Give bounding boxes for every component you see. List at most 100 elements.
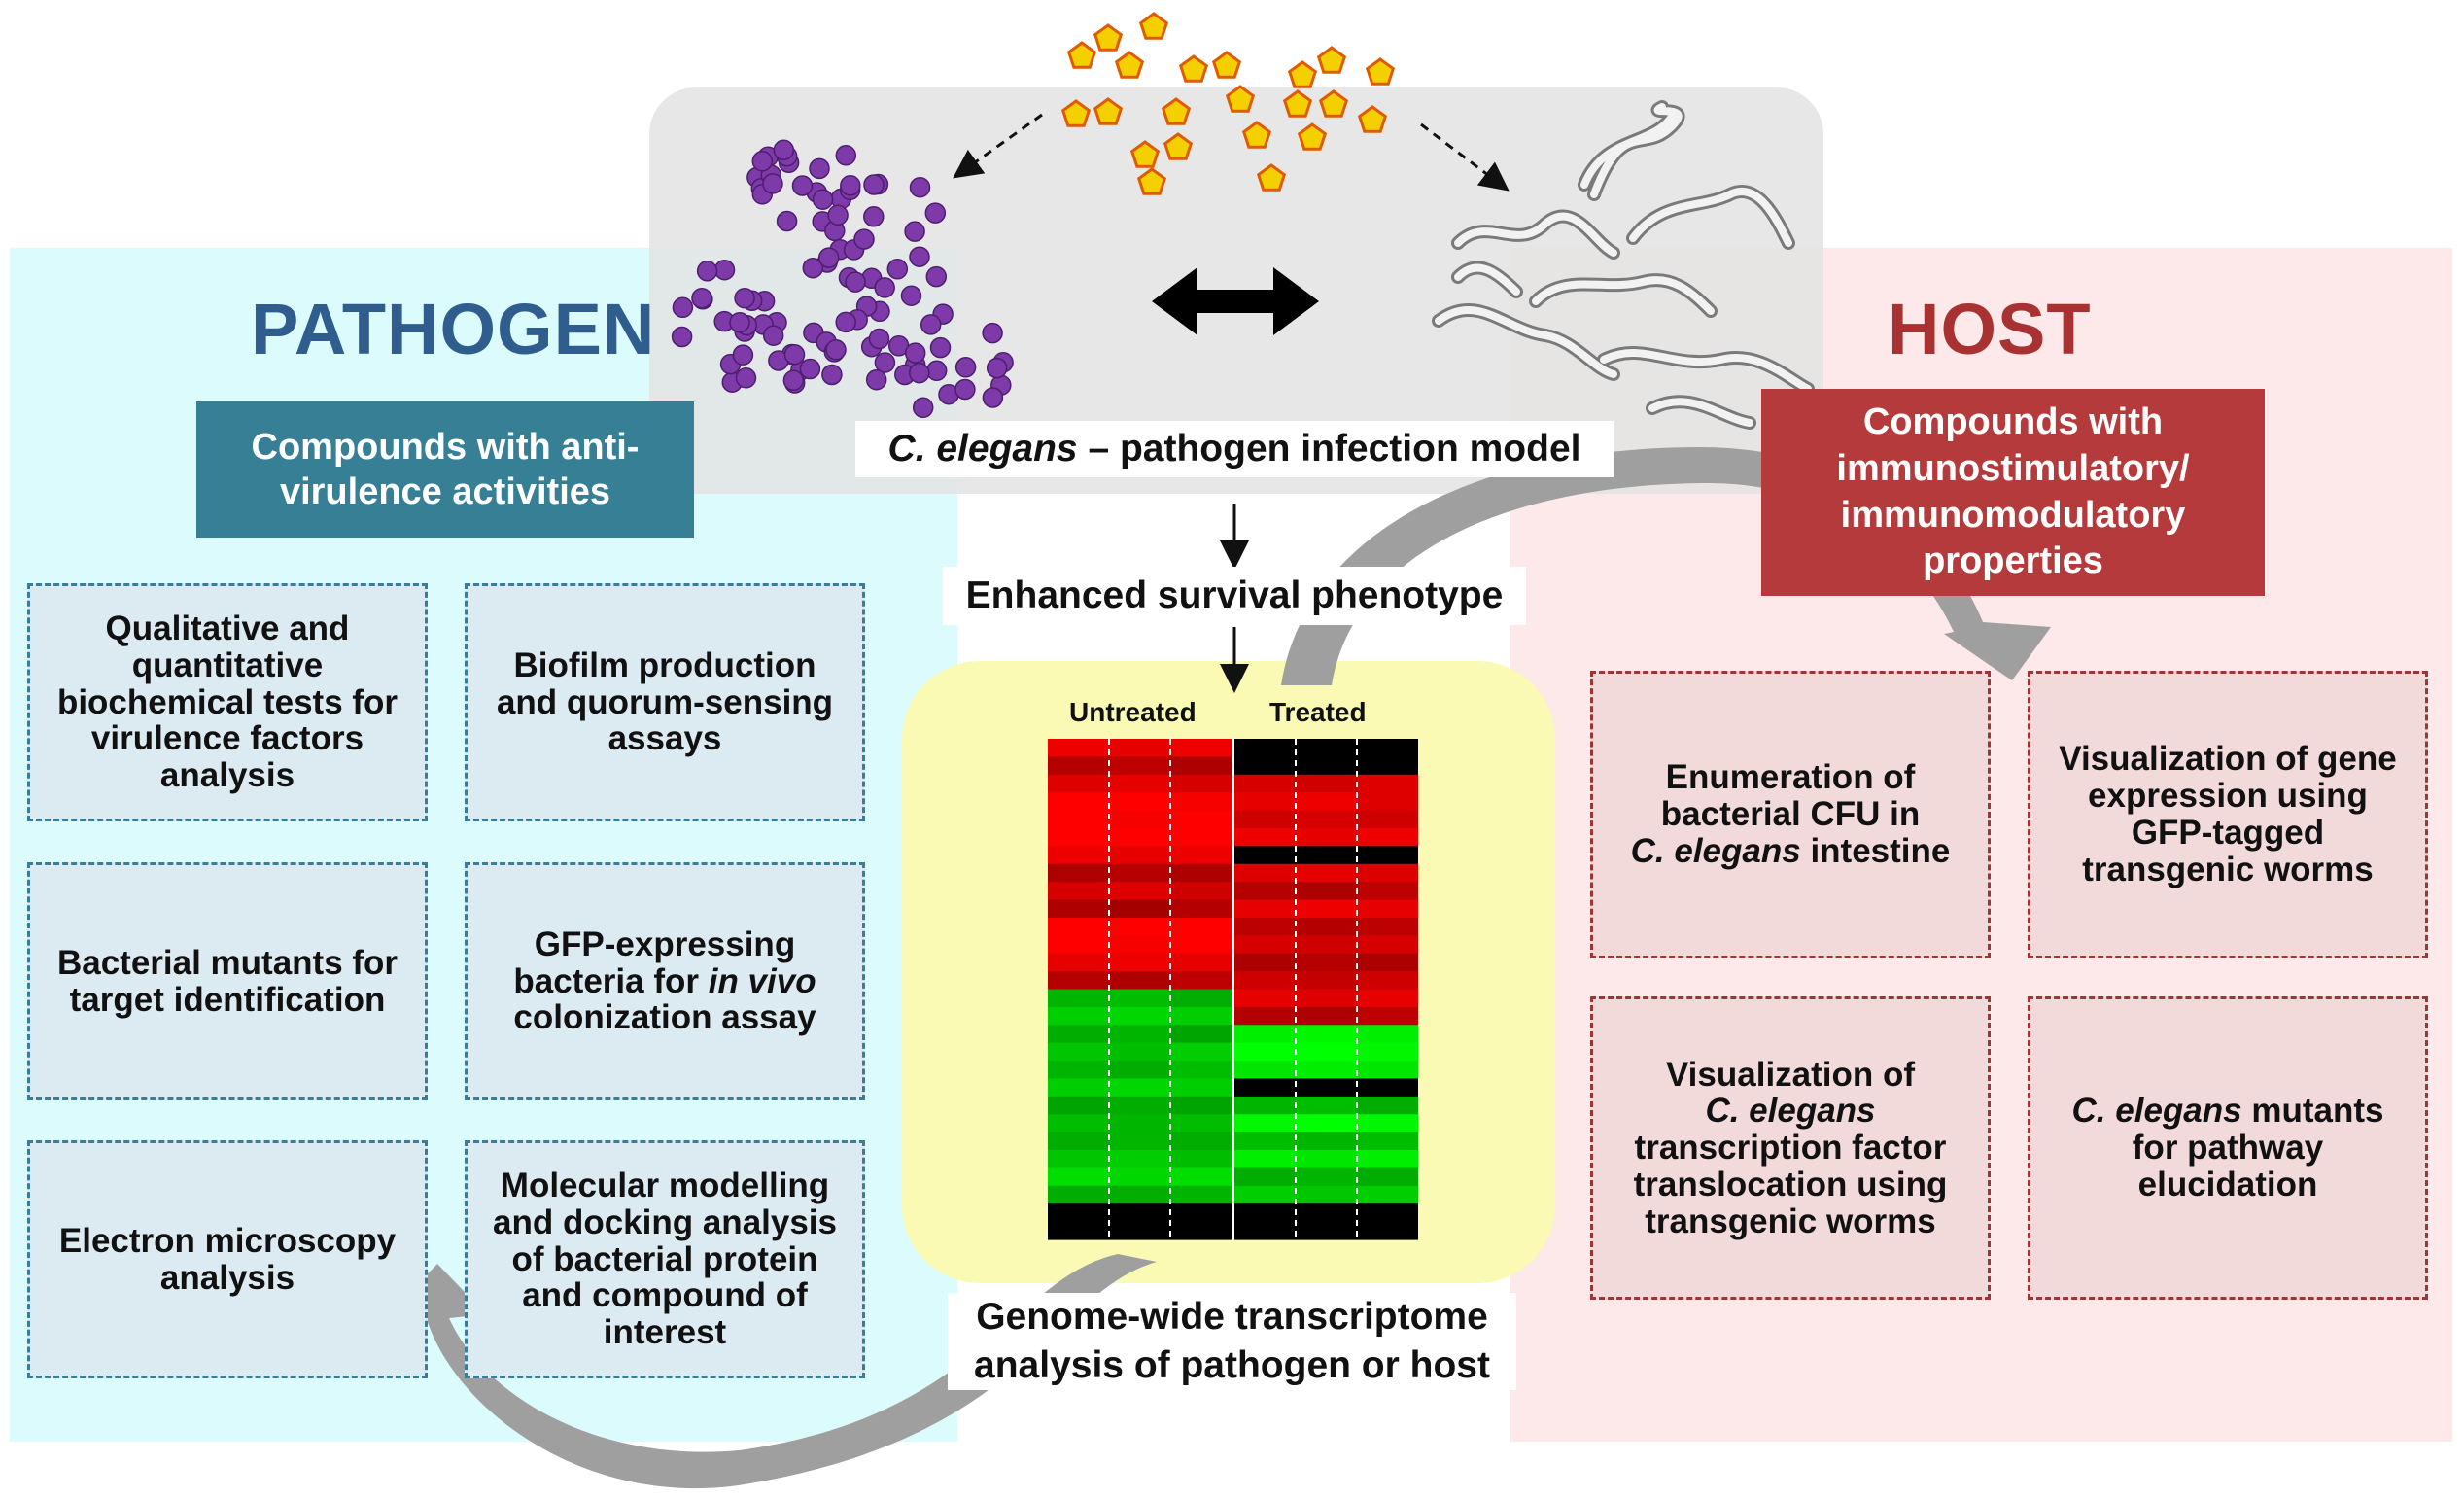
bacterium-icon <box>840 175 861 196</box>
heatmap-cell <box>1048 899 1109 919</box>
heatmap-cell <box>1109 971 1170 991</box>
heatmap-cell <box>1296 1221 1357 1240</box>
heatmap-cell <box>1357 899 1418 919</box>
bacterium-icon <box>909 176 931 198</box>
heatmap-cell <box>1170 1150 1232 1169</box>
heatmap-cell <box>1170 1185 1232 1204</box>
curved-arrow-icon <box>379 1254 1157 1489</box>
compound-icon <box>1093 23 1124 52</box>
compound-icon <box>1066 41 1097 69</box>
banner-line: immunomodulatory <box>1840 494 2186 536</box>
heatmap-cell <box>1357 846 1418 865</box>
heatmap-cell <box>1296 1096 1357 1115</box>
compound-icon <box>1357 105 1388 133</box>
heatmap-cell <box>1357 1114 1418 1133</box>
heatmap-cell <box>1234 863 1296 883</box>
heatmap-cell <box>1170 899 1232 919</box>
bacterium-icon <box>982 322 1003 344</box>
heatmap-cell <box>1109 1132 1170 1151</box>
heatmap-cell <box>1234 1203 1296 1223</box>
heatmap-cell <box>1048 1221 1109 1240</box>
compound-icon <box>1225 85 1256 113</box>
heatmap-cell <box>1109 792 1170 812</box>
heatmap-cell <box>1357 1221 1418 1240</box>
heatmap-cell <box>1048 1078 1109 1097</box>
heatmap-cell <box>1048 810 1109 829</box>
heatmap-cell <box>1234 882 1296 901</box>
heatmap-cell <box>1296 810 1357 829</box>
heatmap-cell <box>1234 935 1296 955</box>
box-line: analysis <box>159 756 295 795</box>
heatmap-cell <box>1170 1096 1232 1115</box>
pathogen-title: PATHOGEN <box>251 289 656 369</box>
compound-icon <box>1114 51 1145 79</box>
host-title: HOST <box>1888 289 2092 369</box>
box-line: Biofilm production <box>513 645 816 684</box>
heatmap-cell <box>1048 846 1109 865</box>
heatmap-cell <box>1296 953 1357 972</box>
bacterium-icon <box>954 378 976 401</box>
bacterium-icon <box>776 210 798 232</box>
box-line: Visualization of gene <box>2059 740 2397 779</box>
compound-icon <box>1129 140 1161 168</box>
heatmap-cell <box>1170 971 1232 991</box>
heatmap-cell <box>1296 899 1357 919</box>
bacterium-icon <box>863 206 885 227</box>
heatmap-cell <box>1170 1006 1232 1026</box>
heatmap-cell <box>1048 827 1109 847</box>
bacterium-icon <box>904 221 925 242</box>
heatmap-cell <box>1109 917 1170 936</box>
bacterium-icon <box>791 175 814 196</box>
heatmap-cell <box>1109 1042 1170 1062</box>
heatmap-cell <box>1109 935 1170 955</box>
heatmap-cell <box>1109 1025 1170 1044</box>
transcriptome-line: analysis of pathogen or host <box>974 1344 1490 1386</box>
compound-icon <box>1318 89 1349 118</box>
compound-icon <box>1241 121 1272 149</box>
heatmap-cell <box>1109 1185 1170 1204</box>
heatmap-cell <box>1296 1042 1357 1062</box>
heatmap-untreated-label: Untreated <box>1069 697 1197 727</box>
heatmap-cell <box>1048 863 1109 883</box>
heatmap-cell <box>1296 971 1357 991</box>
heatmap-cell <box>1296 1114 1357 1133</box>
heatmap-cell <box>1109 953 1170 972</box>
compound-icon <box>1093 97 1124 125</box>
heatmap-cell <box>1048 917 1109 936</box>
heatmap-cell <box>1357 792 1418 812</box>
heatmap-cell <box>1296 774 1357 793</box>
heatmap-cell <box>1296 1078 1357 1097</box>
banner-line: Compounds with <box>1862 401 2164 442</box>
heatmap-cell <box>1109 1006 1170 1026</box>
heatmap-cell <box>1048 1061 1109 1080</box>
heatmap-cell <box>1234 899 1296 919</box>
banner-line: virulence activities <box>279 471 611 512</box>
bacterium-icon <box>782 369 805 392</box>
bacterium-icon <box>868 328 890 350</box>
heatmap-cell <box>1296 882 1357 901</box>
heatmap-cell <box>1357 953 1418 972</box>
heatmap-cell <box>1048 989 1109 1008</box>
heatmap-cell <box>1357 1132 1418 1151</box>
box-line: Molecular modelling <box>500 1167 830 1204</box>
heatmap-cell <box>1048 1203 1109 1223</box>
box-line: for pathway <box>2132 1129 2324 1167</box>
bacterium-icon <box>874 352 896 373</box>
heatmap-cell <box>1296 1167 1357 1187</box>
heatmap-cell <box>1234 917 1296 936</box>
heatmap-cell <box>1170 810 1232 829</box>
bacterium-icon <box>821 364 843 386</box>
heatmap-cell <box>1048 792 1109 812</box>
heatmap-cell <box>1357 1078 1418 1097</box>
box-line: and quorum-sensing <box>496 682 834 721</box>
heatmap-cell <box>1357 774 1418 793</box>
heatmap-cell <box>1234 1006 1296 1026</box>
compound-icon <box>1178 54 1209 83</box>
compound-pentagon-icon <box>1060 12 1396 195</box>
heatmap-cell <box>1234 953 1296 972</box>
bacterium-icon <box>924 202 947 224</box>
box-line-emphasis: C. elegans <box>1705 1092 1876 1131</box>
